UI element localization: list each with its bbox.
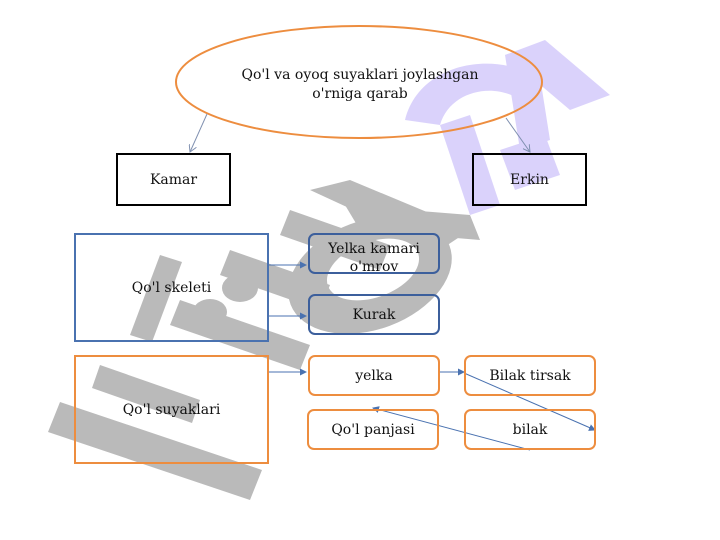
group-qol-suyaklari-label: Qo'l suyaklari <box>122 401 221 418</box>
node-bilak-tirsak-label: Bilak tirsak <box>489 367 571 384</box>
node-kurak: Kurak <box>308 294 440 335</box>
node-yelka: yelka <box>308 355 440 396</box>
node-yelka-kamari: Yelka kamari o'mrov <box>308 233 440 274</box>
node-bilak-tirsak: Bilak tirsak <box>464 355 596 396</box>
watermark-stroke <box>48 402 262 500</box>
root-node: Qo'l va oyoq suyaklari joylashgan o'rnig… <box>210 66 510 104</box>
watermark-stroke <box>130 255 182 342</box>
node-bilak: bilak <box>464 409 596 450</box>
root-text-line1: Qo'l va oyoq suyaklari joylashgan <box>241 67 479 83</box>
watermark-dot <box>193 299 227 325</box>
watermark-gray-letters <box>48 180 480 500</box>
group-qol-skeleti: Qo'l skeleti <box>74 233 269 342</box>
node-qol-panjasi-label: Qo'l panjasi <box>331 421 415 438</box>
node-kurak-label: Kurak <box>352 306 396 323</box>
watermark-purple-digits <box>405 40 610 215</box>
watermark-ring <box>288 216 452 334</box>
root-ellipse <box>175 25 543 139</box>
arrow-root-to-kamar <box>190 113 208 152</box>
group-qol-skeleti-label: Qo'l skeleti <box>131 279 212 296</box>
group-qol-suyaklari: Qo'l suyaklari <box>74 355 269 464</box>
watermark-stroke <box>500 135 560 190</box>
watermark-stroke <box>92 365 200 423</box>
node-yelka-kamari-line1: Yelka kamari <box>328 240 420 257</box>
node-yelka-kamari-line2: o'mrov <box>349 258 399 274</box>
category-kamar-label: Kamar <box>149 171 198 188</box>
watermark-stroke <box>440 115 500 215</box>
category-erkin: Erkin <box>472 153 587 206</box>
node-qol-panjasi: Qo'l panjasi <box>307 409 439 450</box>
watermark-stroke <box>345 205 480 240</box>
arrow-bilak-tirsak-to-bilak <box>463 372 596 431</box>
arrow-bilak-to-qol-panjasi <box>372 406 531 451</box>
arrow-root-to-erkin <box>505 117 530 152</box>
root-text-line2: o'rniga qarab <box>312 86 408 102</box>
watermark-digit-2 <box>405 63 540 125</box>
watermark-dot <box>222 274 258 302</box>
category-erkin-label: Erkin <box>510 171 549 188</box>
node-yelka-label: yelka <box>355 367 393 384</box>
node-bilak-label: bilak <box>512 421 548 438</box>
category-kamar: Kamar <box>116 153 231 206</box>
